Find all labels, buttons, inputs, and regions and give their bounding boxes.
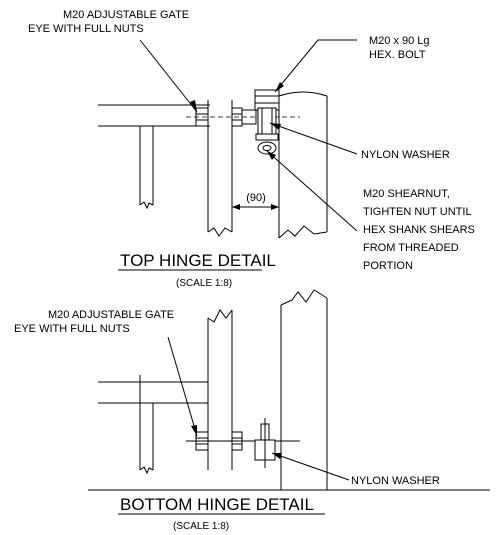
top-hinge-detail: (90) M20 ADJUSTABLE GATE EYE WITH FULL N… — [28, 9, 478, 289]
top-shearnut-line-3: HEX SHANK SHEARS — [363, 224, 475, 236]
bottom-eye-label-line-2: EYE WITH FULL NUTS — [14, 323, 130, 335]
top-title: TOP HINGE DETAIL — [120, 251, 276, 270]
bottom-bolt — [254, 418, 276, 468]
top-dimension-text: (90) — [246, 192, 266, 204]
bottom-eye-label: M20 ADJUSTABLE GATE EYE WITH FULL NUTS — [14, 309, 177, 335]
top-shearnut-line-2: TIGHTEN NUT UNTIL — [363, 206, 471, 218]
top-shearnut-line-5: PORTION — [363, 260, 413, 272]
top-shearnut-line-4: FROM THREADED — [363, 242, 459, 254]
top-scale: (SCALE 1:8) — [176, 278, 232, 289]
top-eye-label-line-1: M20 ADJUSTABLE GATE — [63, 9, 189, 21]
bottom-gate-stile — [207, 309, 233, 470]
top-shearnut-line-1: M20 SHEARNUT, — [363, 188, 450, 200]
bottom-scale: (SCALE 1:8) — [173, 521, 229, 532]
top-hex-bolt — [254, 89, 280, 155]
top-gate-stile — [207, 100, 233, 237]
top-shearnut-label: M20 SHEARNUT, TIGHTEN NUT UNTIL HEX SHAN… — [363, 188, 478, 272]
top-bolt-label: M20 x 90 Lg HEX. BOLT — [369, 35, 433, 61]
top-bolt-label-line-1: M20 x 90 Lg — [369, 35, 430, 47]
bottom-eye-label-line-1: M20 ADJUSTABLE GATE — [48, 309, 174, 321]
top-leaders — [139, 39, 358, 232]
bottom-washer-label: NYLON WASHER — [351, 475, 440, 487]
bottom-leaders — [167, 336, 350, 481]
top-washer-label: NYLON WASHER — [361, 149, 450, 161]
top-eye-label-line-2: EYE WITH FULL NUTS — [28, 23, 144, 35]
top-eye-label: M20 ADJUSTABLE GATE EYE WITH FULL NUTS — [28, 9, 192, 35]
top-dimension: (90) — [232, 192, 279, 210]
top-gate-eye — [186, 107, 300, 127]
bottom-hinge-detail: M20 ADJUSTABLE GATE EYE WITH FULL NUTS N… — [14, 289, 490, 532]
top-post — [278, 91, 328, 239]
bottom-post — [280, 289, 328, 490]
top-gate-frame — [98, 104, 210, 210]
top-bolt-label-line-2: HEX. BOLT — [369, 49, 426, 61]
bottom-title: BOTTOM HINGE DETAIL — [120, 495, 314, 514]
bottom-gate-frame — [98, 375, 208, 475]
bottom-gate-eye — [186, 431, 300, 451]
